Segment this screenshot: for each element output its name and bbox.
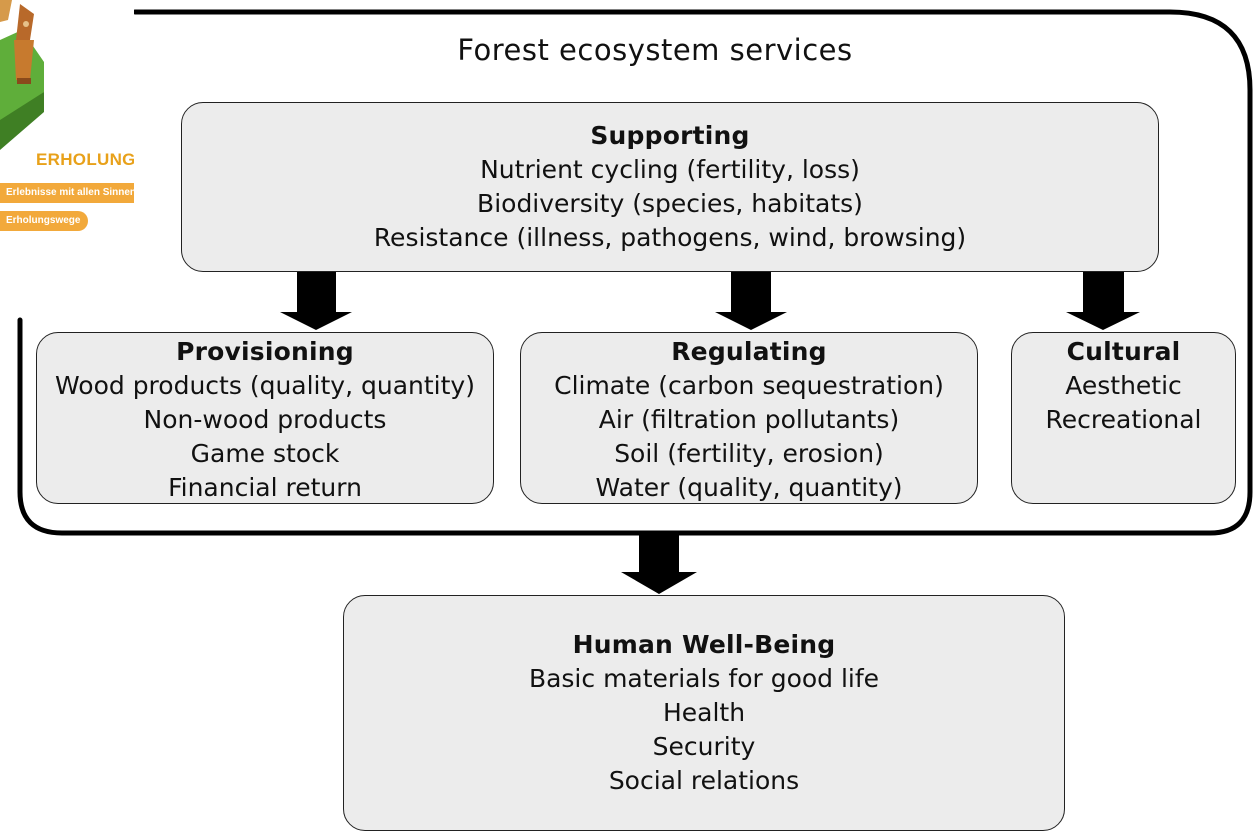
human-wellbeing-item: Health [662, 698, 746, 727]
arrow-to-provisioning [280, 272, 352, 330]
thumbnail-caption: ERHOLUNG [36, 150, 134, 169]
human-wellbeing-item: Security [652, 732, 756, 761]
regulating-heading: Regulating [671, 337, 827, 366]
tree-stump-illustration [0, 0, 44, 150]
provisioning-item: Game stock [190, 439, 340, 468]
cultural-item: Aesthetic [1065, 371, 1182, 400]
supporting-item: Resistance (illness, pathogens, wind, br… [373, 223, 967, 252]
provisioning-item: Wood products (quality, quantity) [55, 371, 475, 400]
arrow-to-human-wellbeing [621, 534, 697, 594]
human-wellbeing-heading: Human Well-Being [572, 630, 836, 659]
provisioning-item: Financial return [168, 473, 362, 502]
regulating-item: Water (quality, quantity) [595, 473, 903, 502]
regulating-box: Regulating Climate (carbon sequestration… [520, 332, 978, 504]
supporting-item: Biodiversity (species, habitats) [477, 189, 863, 218]
supporting-heading: Supporting [590, 121, 750, 150]
thumbnail-pill: Erlebnisse mit allen Sinnen [0, 183, 134, 203]
outer-frame [17, 9, 1253, 536]
cultural-heading: Cultural [1066, 337, 1181, 366]
human-wellbeing-item: Social relations [608, 766, 800, 795]
regulating-item: Soil (fertility, erosion) [614, 439, 884, 468]
supporting-box: Supporting Nutrient cycling (fertility, … [181, 102, 1159, 272]
provisioning-box: Provisioning Wood products (quality, qua… [36, 332, 494, 504]
arrow-to-regulating [715, 272, 787, 330]
supporting-item: Nutrient cycling (fertility, loss) [480, 155, 860, 184]
regulating-item: Air (filtration pollutants) [598, 405, 900, 434]
cultural-item: Recreational [1045, 405, 1202, 434]
arrow-to-cultural [1066, 272, 1140, 330]
cultural-box: Cultural Aesthetic Recreational [1011, 332, 1236, 504]
provisioning-heading: Provisioning [176, 337, 354, 366]
regulating-item: Climate (carbon sequestration) [554, 371, 944, 400]
human-wellbeing-box: Human Well-Being Basic materials for goo… [343, 595, 1065, 831]
corner-thumbnail: ERHOLUNG Erlebnisse mit allen Sinnen Erh… [0, 0, 134, 308]
provisioning-item: Non-wood products [143, 405, 387, 434]
diagram-title: Forest ecosystem services [457, 33, 853, 67]
human-wellbeing-item: Basic materials for good life [528, 664, 880, 693]
thumbnail-pill: Erholungswege [0, 211, 89, 231]
